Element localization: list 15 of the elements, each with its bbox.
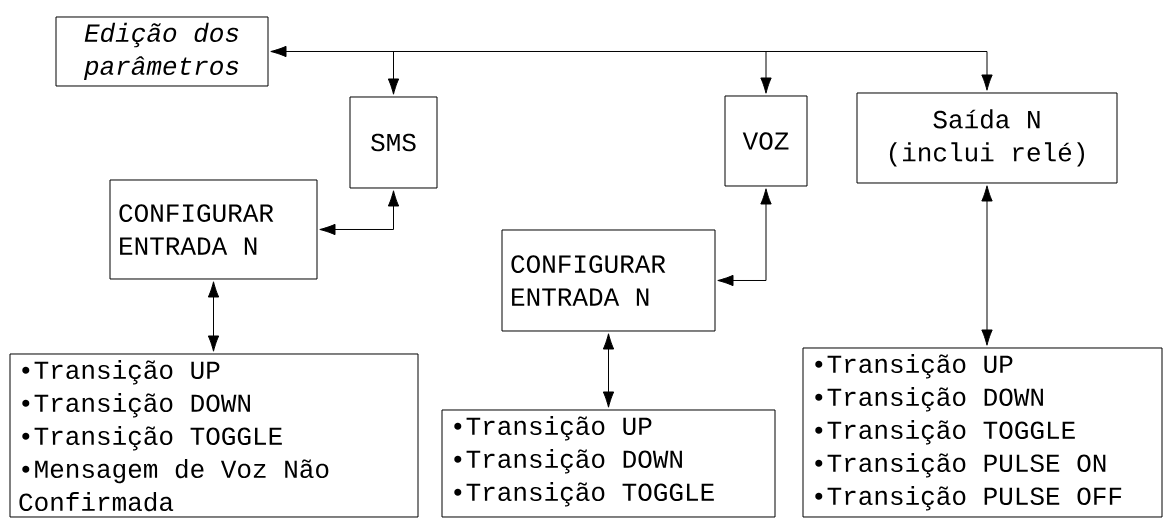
arrow	[207, 281, 220, 352]
arrow	[602, 333, 615, 408]
list-box: •Transição UP •Transição DOWN •Transição TOGGLE •Mensagem de Voz Não Confirmada	[9, 353, 419, 518]
process-box: CONFIGURAR ENTRADA N	[109, 179, 318, 280]
arrow	[981, 185, 993, 346]
process-box: Saída N (inclui relé)	[856, 92, 1118, 184]
arrow	[270, 45, 993, 95]
arrow	[319, 190, 400, 236]
process-box: CONFIGURAR ENTRADA N	[501, 229, 716, 332]
arrow	[717, 188, 772, 287]
process-box: Edição dos parâmetros	[55, 16, 269, 87]
list-box: •Transição UP •Transição DOWN •Transição TOGGLE	[441, 409, 776, 518]
process-box: SMS	[349, 96, 438, 189]
list-box: •Transição UP •Transição DOWN •Transição TOGGLE •Transição PULSE ON •Transição PULSE OFF	[802, 347, 1163, 518]
process-box: VOZ	[724, 95, 808, 187]
